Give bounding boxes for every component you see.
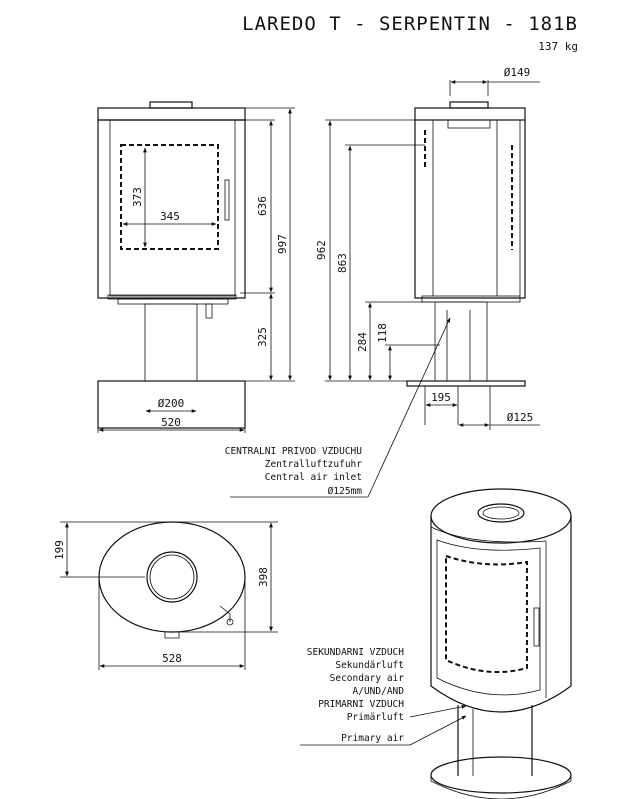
dim-pipe-diameter: Ø200 <box>158 397 185 410</box>
air-label-line1: SEKUNDARNI VZDUCH <box>307 647 405 658</box>
primary-air-leader <box>409 715 467 746</box>
central-air-label-line1: CENTRALNI PRIVOD VZDUCHU <box>225 446 363 457</box>
dim-height-118: 118 <box>376 323 389 343</box>
central-air-label-line2: Zentralluftzufuhr <box>265 459 363 470</box>
dim-width-528: 528 <box>162 652 182 665</box>
secondary-air-leader <box>409 704 467 718</box>
dim-base-width: 520 <box>161 416 181 429</box>
air-label-line3: Secondary air <box>330 673 405 684</box>
air-label-line7: Primary air <box>341 733 404 744</box>
weight-label: 137 kg <box>538 40 578 53</box>
dim-door-height: 636 <box>256 196 269 216</box>
central-air-label-line3: Central air inlet <box>265 472 362 483</box>
perspective-view <box>430 488 572 799</box>
air-label-line4: A/UND/AND <box>353 686 405 697</box>
dim-depth-199: 199 <box>53 540 66 560</box>
dim-window-height: 373 <box>131 187 144 207</box>
air-label-line6: Primärluft <box>347 712 404 723</box>
top-view <box>98 521 246 639</box>
central-air-label: CENTRALNI PRIVOD VZDUCHU Zentralluftzufu… <box>225 446 363 497</box>
air-label-line2: Sekundärluft <box>335 660 404 671</box>
front-dimensions <box>97 107 295 433</box>
dim-height-284: 284 <box>356 332 369 352</box>
dim-height-962: 962 <box>315 240 328 260</box>
central-air-label-line4: Ø125mm <box>328 486 363 497</box>
drawing-title: LAREDO T - SERPENTIN - 181B <box>242 13 578 35</box>
dim-window-width: 345 <box>160 210 180 223</box>
dim-column-height: 325 <box>256 327 269 347</box>
dim-total-height: 997 <box>276 234 289 254</box>
dim-top-diameter: Ø149 <box>504 66 531 79</box>
dim-height-863: 863 <box>336 253 349 273</box>
air-label: SEKUNDARNI VZDUCH Sekundärluft Secondary… <box>307 647 405 744</box>
side-view <box>406 101 526 387</box>
front-view <box>97 101 246 429</box>
dim-air-inlet-diameter: Ø125 <box>507 411 534 424</box>
air-label-line5: PRIMARNI VZDUCH <box>318 699 404 710</box>
dim-offset-195: 195 <box>431 391 451 404</box>
dim-depth-398: 398 <box>257 567 270 587</box>
side-dimensions <box>325 80 540 430</box>
top-dimensions <box>60 521 278 670</box>
central-air-leader <box>367 317 451 498</box>
